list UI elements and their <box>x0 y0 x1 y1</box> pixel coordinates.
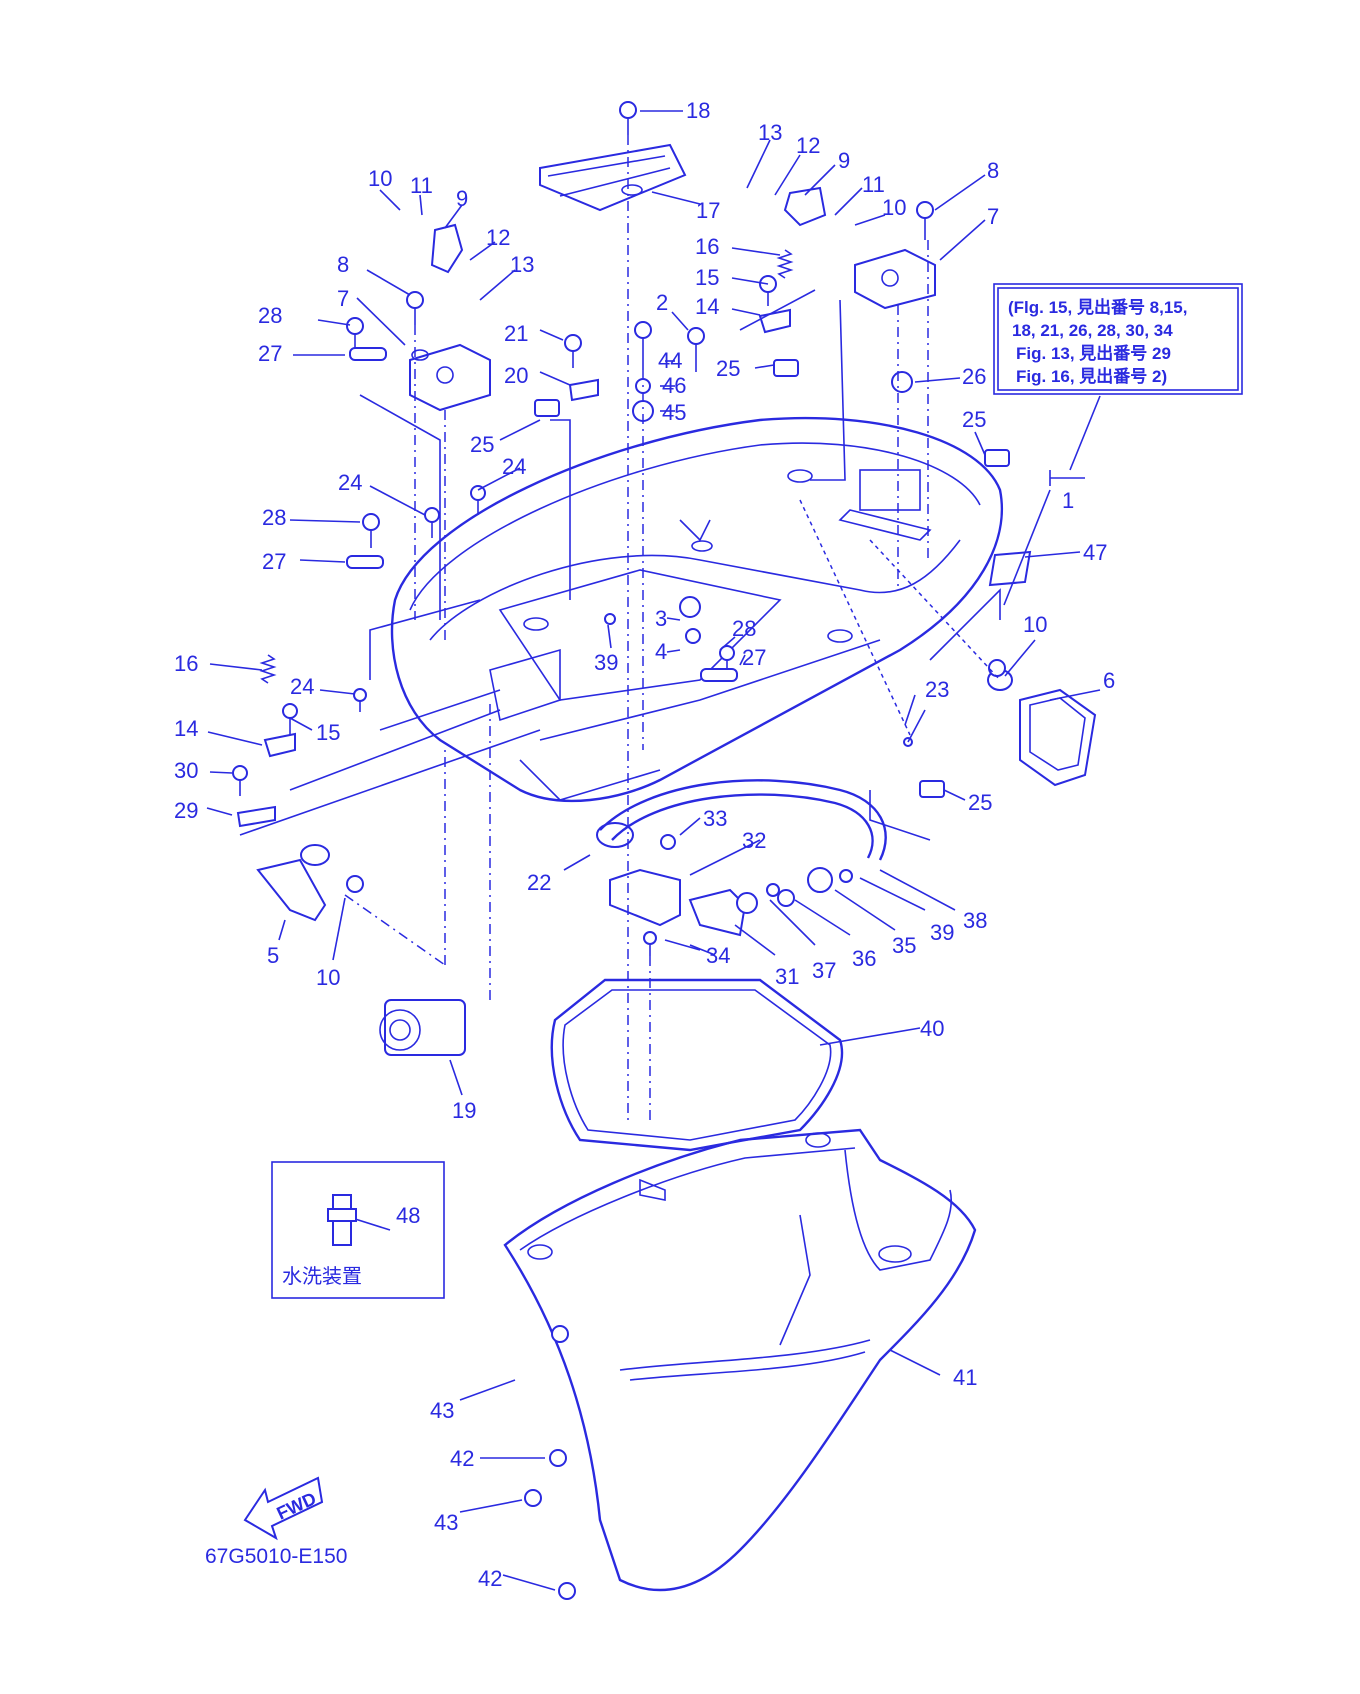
callout-16b: 16 <box>174 651 198 676</box>
bottom-cowling-upper <box>390 416 1004 803</box>
callout-43b: 43 <box>434 1510 458 1535</box>
callout-35: 35 <box>892 933 916 958</box>
callout-9: 9 <box>838 148 850 173</box>
callout-5: 5 <box>267 943 279 968</box>
callout-10: 10 <box>882 195 906 220</box>
callout-45: 45 <box>662 400 686 425</box>
callout-42b: 42 <box>478 1566 502 1591</box>
callout-27: 27 <box>258 341 282 366</box>
front-cover-17 <box>539 143 687 212</box>
callout-29: 29 <box>174 798 198 823</box>
callout-labels: 18 17 13 12 9 11 10 8 7 16 15 14 2 44 25… <box>174 98 1115 1591</box>
callout-27b: 27 <box>262 549 286 574</box>
leader-lines <box>206 110 1101 1591</box>
inset-caption: 水洗装置 <box>282 1265 362 1288</box>
bottom-cowling-lower <box>503 1128 977 1592</box>
callout-11b: 11 <box>410 173 433 198</box>
callout-18: 18 <box>686 98 710 123</box>
callout-10b: 10 <box>1023 612 1047 637</box>
callout-33: 33 <box>703 806 727 831</box>
callout-1: 1 <box>1062 488 1074 513</box>
note-line-2: 18, 21, 26, 28, 30, 34 <box>1012 321 1173 340</box>
callout-28b: 28 <box>262 505 286 530</box>
callout-8: 8 <box>987 158 999 183</box>
small-hardware <box>232 101 1032 1600</box>
callout-27c: 27 <box>742 645 766 670</box>
callout-24: 24 <box>502 454 526 479</box>
seal-40 <box>550 978 843 1152</box>
note-line-3: Fig. 13, 見出番号 29 <box>1016 343 1171 363</box>
callout-44: 44 <box>658 348 682 373</box>
hinge-brackets <box>256 186 1097 1056</box>
inset-box: 48 水洗装置 <box>271 1161 445 1299</box>
callout-25c: 25 <box>968 790 992 815</box>
inset-part-number: 48 <box>396 1203 420 1228</box>
callout-13b: 13 <box>510 252 534 277</box>
callout-17: 17 <box>696 198 720 223</box>
callout-26: 26 <box>962 364 986 389</box>
callout-14b: 14 <box>174 716 198 741</box>
callout-24b: 24 <box>338 470 362 495</box>
callout-4: 4 <box>655 639 667 664</box>
callout-39b: 39 <box>930 920 954 945</box>
callout-46: 46 <box>662 373 686 398</box>
drawing-code: 67G5010-E150 <box>205 1545 347 1568</box>
callout-15b: 15 <box>316 720 340 745</box>
callout-12: 12 <box>796 133 820 158</box>
callout-34: 34 <box>706 943 730 968</box>
callout-3: 3 <box>655 606 667 631</box>
callout-37: 37 <box>812 958 836 983</box>
callout-23: 23 <box>925 677 949 702</box>
note-line-1: (Flg. 15, 見出番号 8,15, <box>1008 297 1188 317</box>
note-box: (Flg. 15, 見出番号 8,15, 18, 21, 26, 28, 30,… <box>993 283 1243 486</box>
callout-11: 11 <box>862 172 885 197</box>
callout-25d: 25 <box>470 432 494 457</box>
callout-22: 22 <box>527 870 551 895</box>
note-line-4: Fig. 16, 見出番号 2) <box>1016 366 1167 386</box>
callout-32: 32 <box>742 828 766 853</box>
callout-24c: 24 <box>290 674 314 699</box>
callout-2: 2 <box>656 290 668 315</box>
callout-31: 31 <box>775 964 799 989</box>
callout-16: 16 <box>695 234 719 259</box>
callout-14: 14 <box>695 294 719 319</box>
callout-25: 25 <box>716 356 740 381</box>
assembly-lines <box>239 135 1001 1125</box>
callout-42: 42 <box>450 1446 474 1471</box>
callout-10d: 10 <box>316 965 340 990</box>
callout-19: 19 <box>452 1098 476 1123</box>
callout-28c: 28 <box>732 616 756 641</box>
callout-8b: 8 <box>337 252 349 277</box>
callout-9b: 9 <box>456 186 468 211</box>
callout-30: 30 <box>174 758 198 783</box>
callout-6: 6 <box>1103 668 1115 693</box>
callout-7: 7 <box>987 204 999 229</box>
callout-20: 20 <box>504 363 528 388</box>
callout-47: 47 <box>1083 540 1107 565</box>
callout-21: 21 <box>504 321 528 346</box>
callout-41: 41 <box>953 1365 977 1390</box>
callout-40: 40 <box>920 1016 944 1041</box>
callout-28: 28 <box>258 303 282 328</box>
callout-7b: 7 <box>337 286 349 311</box>
fwd-arrow: FWD <box>243 1476 324 1541</box>
callout-38: 38 <box>963 908 987 933</box>
callout-13: 13 <box>758 120 782 145</box>
callout-36: 36 <box>852 946 876 971</box>
callout-15: 15 <box>695 265 719 290</box>
callout-25b: 25 <box>962 407 986 432</box>
callout-12b: 12 <box>486 225 510 250</box>
callout-10c: 10 <box>368 166 392 191</box>
callout-39: 39 <box>594 650 618 675</box>
callout-43: 43 <box>430 1398 454 1423</box>
